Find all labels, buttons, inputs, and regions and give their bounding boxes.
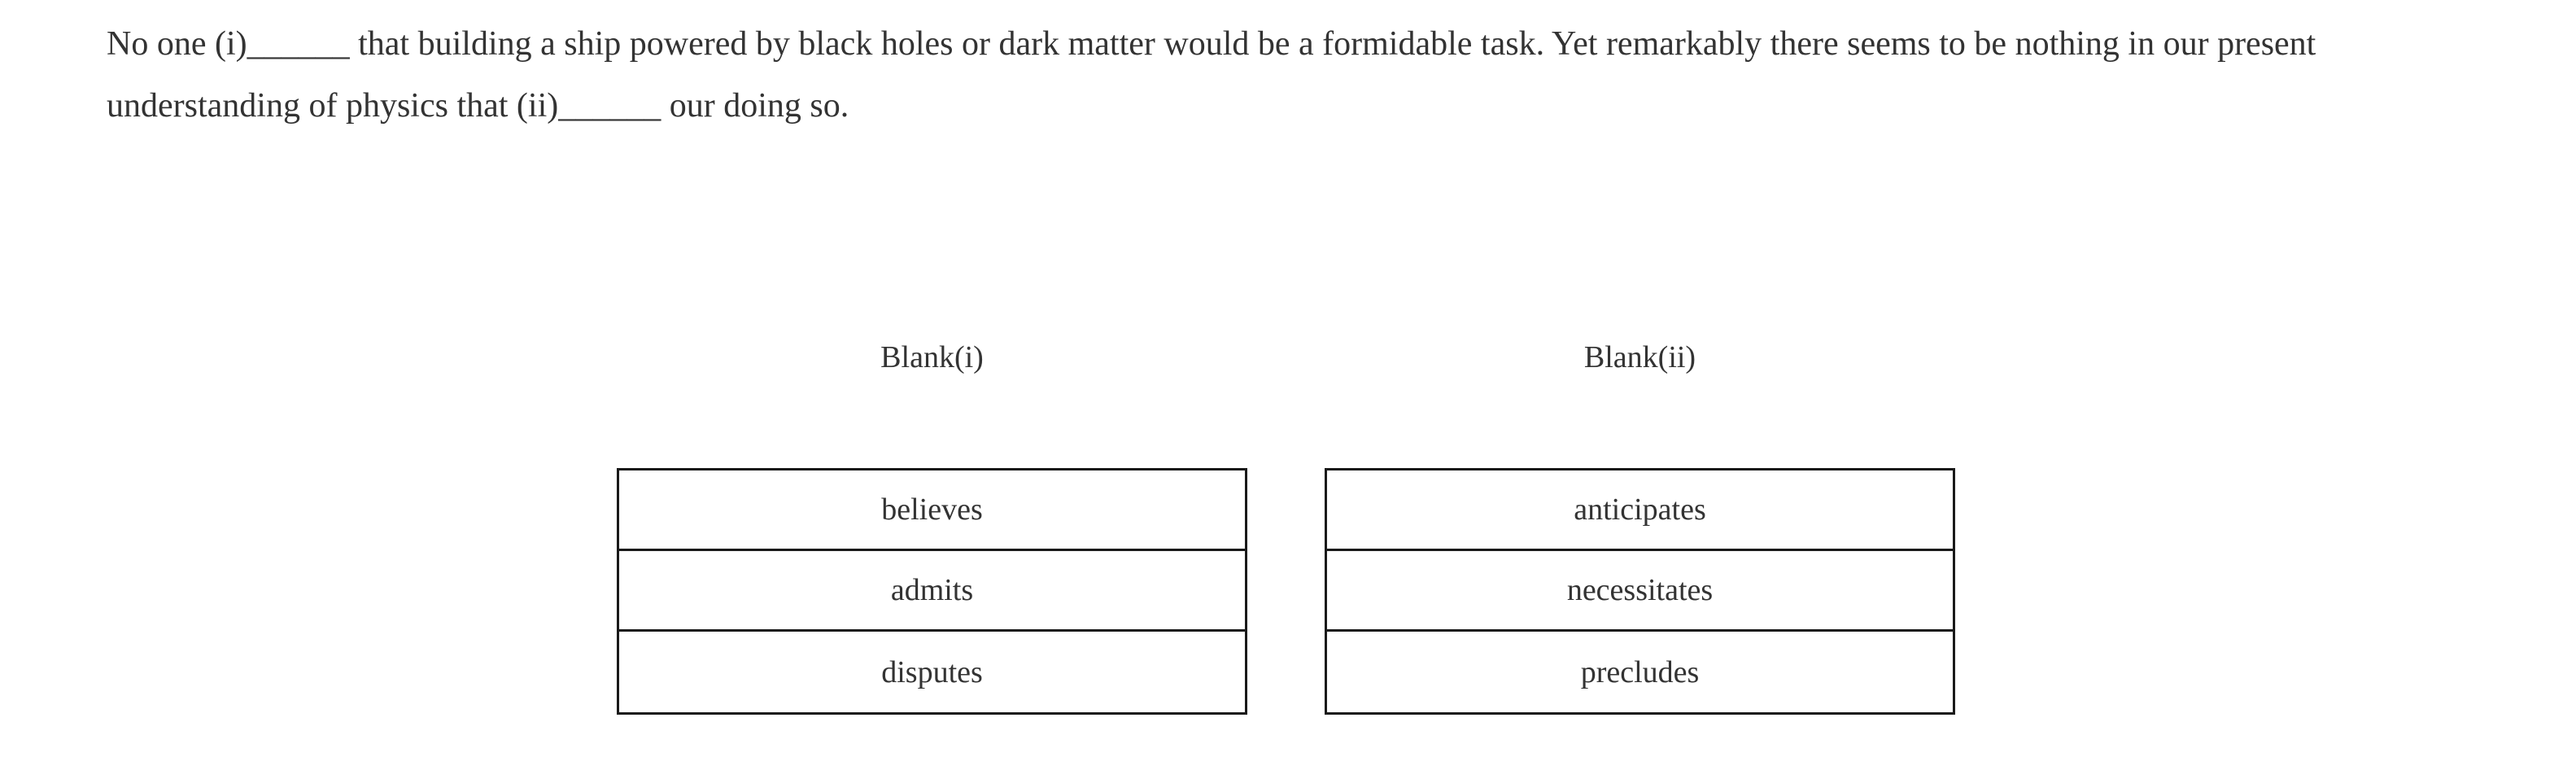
column-header-blank-ii: Blank(ii)	[1583, 340, 1696, 374]
column-header-blank-i: Blank(i)	[880, 340, 984, 374]
question-text-part-3: our doing so.	[661, 87, 849, 125]
option-blank-ii-3[interactable]: precludes	[1327, 632, 1953, 712]
answer-choices-area: Blank(i) believes admits disputes Blank(…	[617, 342, 1955, 715]
question-text-part-2: that building a ship powered by black ho…	[107, 25, 2316, 125]
option-blank-ii-2[interactable]: necessitates	[1327, 551, 1953, 632]
options-box-blank-ii: anticipates necessitates precludes	[1325, 468, 1955, 715]
option-blank-i-2[interactable]: admits	[619, 551, 1245, 632]
answer-column-blank-i: Blank(i) believes admits disputes	[617, 342, 1247, 715]
answer-column-blank-ii: Blank(ii) anticipates necessitates precl…	[1325, 342, 1955, 715]
question-prompt: No one (i)______ that building a ship po…	[107, 13, 2450, 137]
answer-columns: Blank(i) believes admits disputes Blank(…	[617, 342, 1955, 715]
option-blank-ii-1[interactable]: anticipates	[1327, 470, 1953, 551]
option-blank-i-1[interactable]: believes	[619, 470, 1245, 551]
options-box-blank-i: believes admits disputes	[617, 468, 1247, 715]
question-text-part-1: No one (i)	[107, 25, 247, 63]
option-blank-i-3[interactable]: disputes	[619, 632, 1245, 712]
blank-ii-underline: ______	[558, 87, 661, 125]
blank-i-underline: ______	[247, 25, 350, 63]
